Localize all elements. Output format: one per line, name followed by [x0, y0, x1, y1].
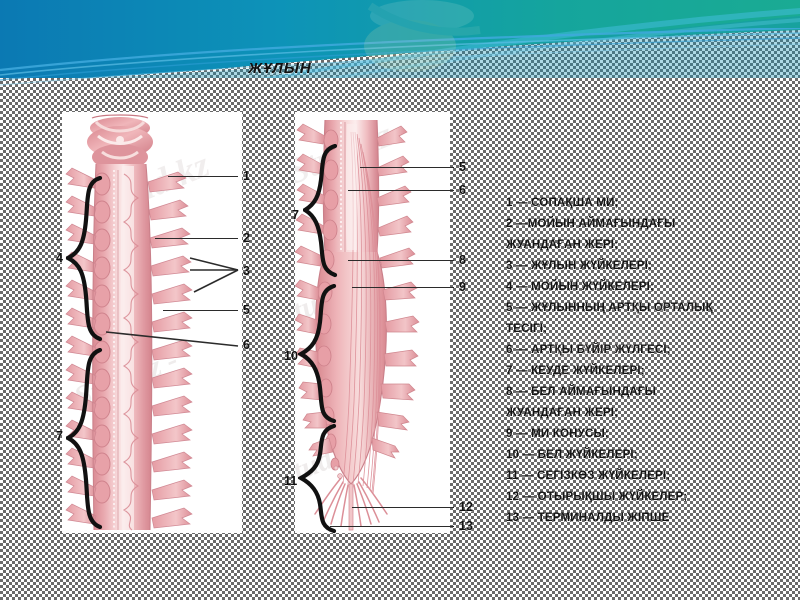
brace-10	[298, 284, 337, 424]
leader-line-r9	[352, 287, 454, 288]
callout-number-2: 2	[243, 231, 250, 245]
brace-label-7-left: 7	[56, 429, 63, 443]
leader-line-r5	[360, 167, 454, 168]
brace-label-10: 10	[284, 349, 298, 363]
legend-item: 7 — КЕУДЕ ЖҮЙКЕЛЕРІ;	[506, 365, 645, 377]
brace-7-right	[303, 144, 338, 278]
leader-line-r13	[330, 526, 454, 527]
callout-number-r8: 8	[459, 253, 466, 267]
callout-number-r12: 12	[459, 500, 473, 514]
brace-label-7-right: 7	[292, 208, 299, 222]
leader-line-5	[163, 310, 238, 311]
callout-number-r13: 13	[459, 519, 473, 533]
leader-line-r12	[352, 507, 454, 508]
banner-logo-watermark	[364, 0, 481, 72]
legend-item: 6 — АРТҚЫ БҮЙІР ЖҮЛГЕСІ;	[506, 344, 671, 356]
slide-title: ЖҰЛЫН	[248, 60, 312, 77]
legend-item: ЖУАНДАҒАН ЖЕРІ;	[506, 407, 619, 419]
leader-line-r8	[348, 260, 454, 261]
brace-label-11: 11	[284, 474, 298, 488]
legend-item: 4 — МОЙЫН ЖҮЙКЕЛЕРІ;	[506, 281, 655, 293]
leader-line-3-fork	[189, 257, 239, 293]
legend-item: 2 —МОЙЫН АЙМАҒЫНДАҒЫ	[506, 218, 676, 230]
callout-number-r9: 9	[459, 280, 466, 294]
legend-item: 11 — СЕГІЗКӨЗ ЖҮЙКЕЛЕРІ;	[506, 470, 671, 482]
leader-line-r6	[348, 190, 454, 191]
callout-number-5: 5	[243, 303, 250, 317]
legend-item: 12 — ОТЫРЫҚШЫ ЖҮЙКЕЛЕР;	[506, 491, 688, 503]
brace-4	[66, 176, 103, 342]
leader-line-2	[155, 238, 238, 239]
callout-number-3: 3	[243, 264, 250, 278]
leader-line-6	[106, 331, 239, 347]
brace-11	[298, 424, 337, 534]
legend-item: 5 — ЖҰЛЫННЫҢ АРТҚЫ ОРТАЛЫҚ	[506, 302, 713, 314]
legend-list: 1 — СОПАҚША МИ; 2 —МОЙЫН АЙМАҒЫНДАҒЫ ЖУА…	[506, 193, 796, 529]
spinal-cord-lower-illustration	[295, 119, 420, 531]
callout-number-r6: 6	[459, 183, 466, 197]
legend-item: 13 — ТЕРМИНАЛДЫ ЖІПШЕ	[506, 512, 670, 524]
legend-item: 10 — БЕЛ ЖҮЙКЕЛЕРІ;	[506, 449, 638, 461]
brace-7-left	[66, 348, 103, 530]
legend-item: ЖУАНДАҒАН ЖЕРІ;	[506, 239, 619, 251]
leader-line-1	[168, 176, 238, 177]
callout-number-1: 1	[243, 169, 250, 183]
legend-item: 9 — МИ КОНУСЫ;	[506, 428, 609, 440]
legend-item: 1 — СОПАҚША МИ;	[506, 197, 619, 209]
banner-swoosh-lines	[0, 28, 800, 86]
legend-item: 3 — ЖҰЛЫН ЖҮЙКЕЛЕРІ;	[506, 260, 653, 272]
spinal-cord-upper-illustration	[65, 114, 193, 531]
legend-item: ТЕСІГІ;	[506, 323, 548, 335]
legend-item: 8 — БЕЛ АЙМАҒЫНДАҒЫ	[506, 386, 657, 398]
callout-number-r5: 5	[459, 160, 466, 174]
brace-label-4: 4	[56, 251, 63, 265]
callout-number-6: 6	[243, 338, 250, 352]
